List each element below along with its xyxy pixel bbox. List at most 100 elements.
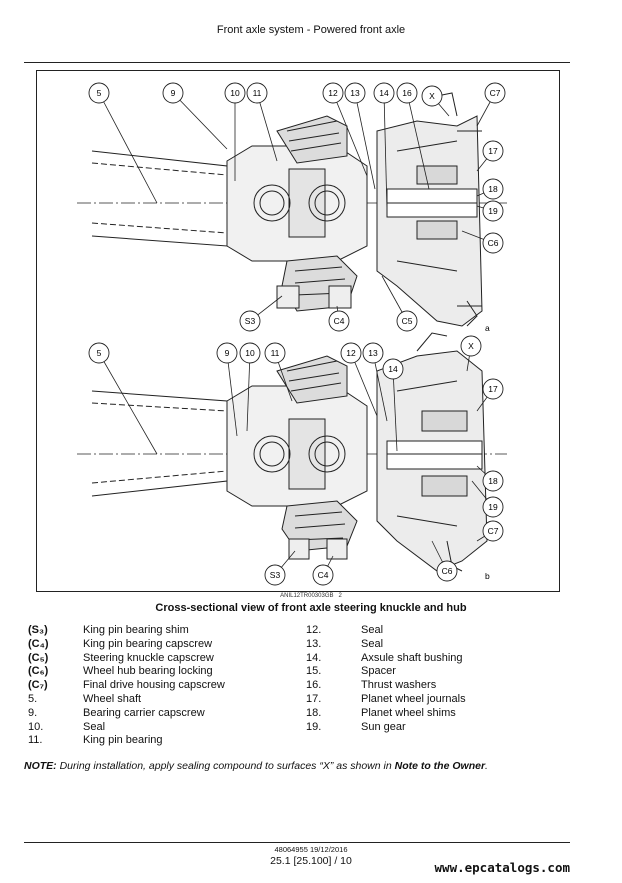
- view-a-drawing: [77, 92, 507, 327]
- callout-bubble: [421, 85, 443, 107]
- callout-bubble: [88, 342, 110, 364]
- legend-row: 10. Seal: [28, 721, 225, 735]
- callout-label: 17: [488, 146, 498, 156]
- legend-row: 5. Wheel shaft: [28, 693, 225, 707]
- legend-description: Wheel hub bearing locking: [83, 665, 213, 678]
- legend-description: Axsule shaft bushing: [361, 651, 463, 664]
- callout-bubble: [322, 82, 344, 104]
- legend-description: Sun gear: [361, 720, 406, 733]
- callout-label: C4: [318, 570, 329, 580]
- callout-label: 12: [328, 88, 338, 98]
- header-rule: [24, 62, 570, 63]
- callout-label: 9: [171, 88, 176, 98]
- footer-doc-ref: 48064955 19/12/2016: [274, 845, 348, 854]
- legend-description: Spacer: [361, 665, 396, 678]
- callout-bubble: [340, 342, 362, 364]
- callout-leader: [406, 92, 430, 190]
- callout-label: 5: [97, 88, 102, 98]
- callout-bubble: [246, 82, 268, 104]
- legend-row: (C₄)King pin bearing capscrew: [28, 638, 225, 652]
- legend-code: 10.: [28, 720, 44, 733]
- legend-row: 12.Seal: [306, 624, 466, 638]
- callout-bubble: [264, 342, 286, 364]
- view-a-label: a: [485, 323, 490, 333]
- callout-bubble: [396, 310, 418, 332]
- callout-leader: [172, 92, 228, 150]
- note-end: .: [485, 760, 488, 772]
- note-text: During installation, apply sealing compo…: [56, 760, 395, 772]
- callout-bubble: [264, 564, 286, 586]
- callout-leader: [256, 92, 278, 162]
- view-b-label: b: [485, 571, 490, 581]
- legend-description: Seal: [83, 720, 106, 733]
- callout-bubble: [382, 358, 404, 380]
- callout-bubble: [373, 82, 395, 104]
- legend-description: Planet wheel journals: [361, 692, 466, 705]
- legend-code: 13.: [306, 637, 322, 650]
- callout-label: C6: [488, 238, 499, 248]
- callout-bubble: [88, 82, 110, 104]
- figure-code-text: ANIL12TR00303GB: [280, 593, 334, 599]
- view-b-drawing: [77, 332, 507, 572]
- note: NOTE: During installation, apply sealing…: [24, 760, 488, 772]
- callout-label: C6: [442, 566, 453, 576]
- callout-leader: [372, 352, 388, 422]
- callout-label: 18: [488, 476, 498, 486]
- footer-page-number: 25.1 [25.100] / 10: [270, 855, 352, 867]
- legend-code: 17.: [306, 692, 322, 705]
- legend-code: 15.: [306, 665, 322, 678]
- legend-row: 16.Thrust washers: [306, 679, 466, 693]
- callout-label: C4: [334, 316, 345, 326]
- callout-label: X: [429, 91, 435, 101]
- callout-label: S3: [245, 316, 256, 326]
- callout-leader: [98, 92, 158, 204]
- callout-label: 5: [97, 348, 102, 358]
- watermark: www.epcatalogs.com: [434, 860, 570, 875]
- callout-bubble: [482, 520, 504, 542]
- callout-label: 10: [245, 348, 255, 358]
- callout-label: 13: [350, 88, 360, 98]
- callout-leader: [383, 92, 388, 212]
- legend-row: (C₅)Steering knuckle capscrew: [28, 652, 225, 666]
- legend-row: 14.Axsule shaft bushing: [306, 652, 466, 666]
- callout-bubble: [484, 82, 506, 104]
- legend-code: (C₅): [28, 651, 49, 664]
- callout-bubble: [216, 342, 238, 364]
- legend-description: Wheel shaft: [83, 692, 142, 705]
- legend-description: Seal: [361, 637, 384, 650]
- callout-bubble: [436, 560, 458, 582]
- callout-label: 12: [346, 348, 356, 358]
- legend-left: (S₃)King pin bearing shim(C₄)King pin be…: [28, 624, 225, 748]
- legend-row: 13. Seal: [306, 638, 466, 652]
- callout-bubble: [482, 496, 504, 518]
- callout-label: 11: [253, 88, 262, 98]
- legend-row: 17. Planet wheel journals: [306, 693, 466, 707]
- callout-label: 11: [271, 348, 280, 358]
- legend-code: 18.: [306, 706, 322, 719]
- legend-code: 5.: [28, 692, 38, 705]
- callout-label: X: [468, 341, 474, 351]
- callout-bubble: [162, 82, 184, 104]
- callout-label: 9: [225, 348, 230, 358]
- callout-leader: [350, 352, 378, 417]
- legend-row: 19. Sun gear: [306, 721, 466, 735]
- callout-bubble: [239, 342, 261, 364]
- callout-label: 13: [368, 348, 378, 358]
- callout-label: 18: [488, 184, 498, 194]
- callout-bubble: [239, 310, 261, 332]
- callout-bubble: [344, 82, 366, 104]
- callout-label: S3: [270, 570, 281, 580]
- callout-bubble: [482, 232, 504, 254]
- callout-bubble: [362, 342, 384, 364]
- legend-code: 12.: [306, 624, 322, 636]
- callout-label: 14: [379, 88, 389, 98]
- callout-label: C7: [488, 526, 499, 536]
- callout-bubble: [328, 310, 350, 332]
- page-header: Front axle system - Powered front axle: [216, 24, 406, 36]
- legend-code: 19.: [306, 720, 322, 733]
- callout-bubble: [482, 470, 504, 492]
- callout-label: 19: [488, 502, 498, 512]
- note-link[interactable]: Note to the Owner: [394, 760, 486, 772]
